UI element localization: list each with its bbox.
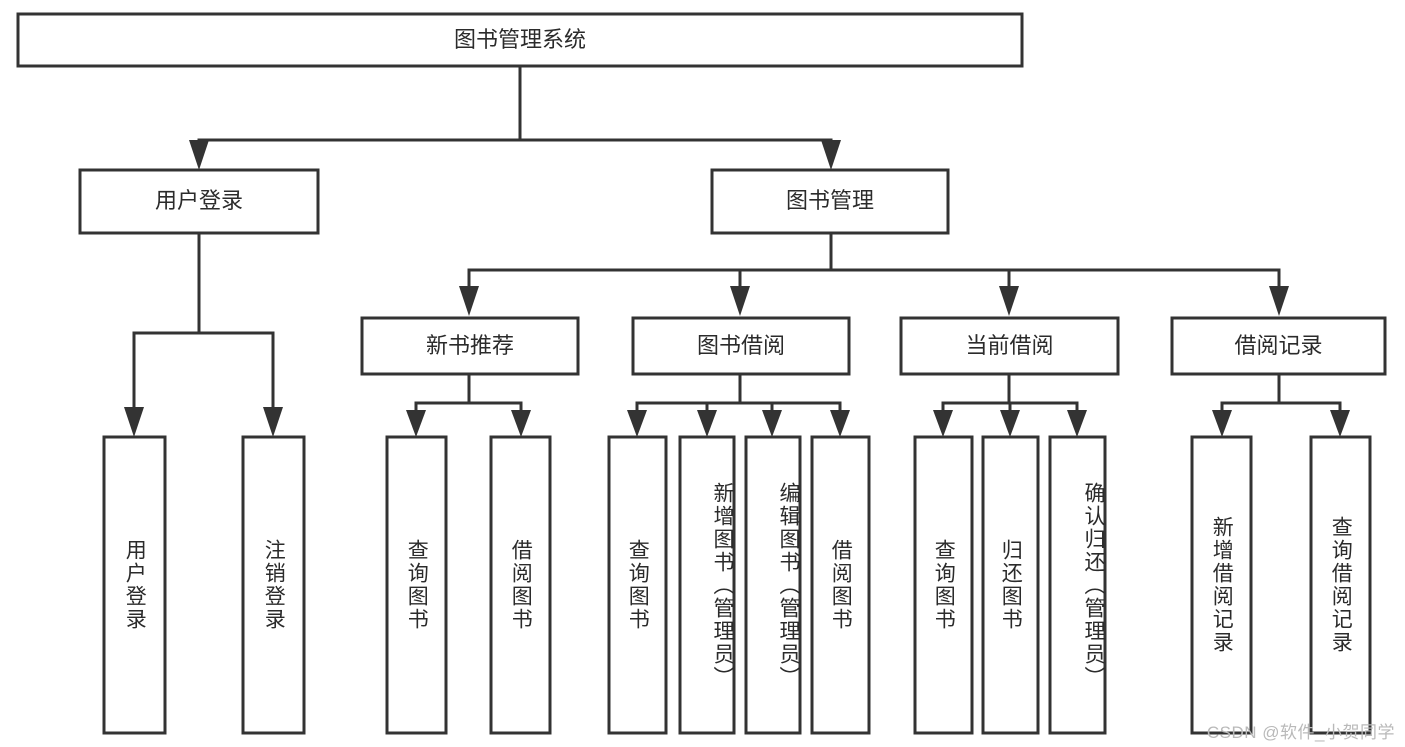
node-box-leaf-user-login[interactable]	[102, 435, 167, 735]
node-box-leaf-query-book-1[interactable]	[385, 435, 448, 735]
node-box-leaf-borrow-book-2[interactable]	[810, 435, 871, 735]
node-box-leaf-logout[interactable]	[241, 435, 306, 735]
node-box-user-login[interactable]	[78, 168, 320, 235]
node-box-leaf-borrow-book-1[interactable]	[489, 435, 552, 735]
edge-currentborrow-to-leaves	[933, 372, 1087, 437]
edge-bookborrow-to-leaves	[627, 372, 850, 437]
edge-bookmanage-to-level3	[459, 231, 1289, 316]
edge-userlogin-to-leaves	[124, 231, 283, 437]
node-box-leaf-add-book[interactable]	[678, 435, 736, 735]
edge-newbook-to-leaves	[406, 372, 531, 437]
edge-borrowrecord-to-leaves	[1212, 372, 1350, 437]
node-box-leaf-query-record[interactable]	[1309, 435, 1372, 735]
node-box-current-borrow[interactable]	[899, 316, 1120, 376]
node-box-leaf-query-book-2[interactable]	[607, 435, 668, 735]
node-box-book-manage[interactable]	[710, 168, 950, 235]
node-box-leaf-return-book[interactable]	[981, 435, 1040, 735]
node-box-leaf-edit-book[interactable]	[744, 435, 802, 735]
node-box-leaf-confirm-return[interactable]	[1048, 435, 1107, 735]
node-box-leaf-add-record[interactable]	[1190, 435, 1253, 735]
node-box-book-borrow[interactable]	[631, 316, 851, 376]
node-box-leaf-query-book-3[interactable]	[913, 435, 974, 735]
edge-root-to-level2	[189, 64, 841, 170]
node-box-borrow-record[interactable]	[1170, 316, 1387, 376]
node-box-root[interactable]	[16, 12, 1024, 68]
node-box-new-book-rec[interactable]	[360, 316, 580, 376]
